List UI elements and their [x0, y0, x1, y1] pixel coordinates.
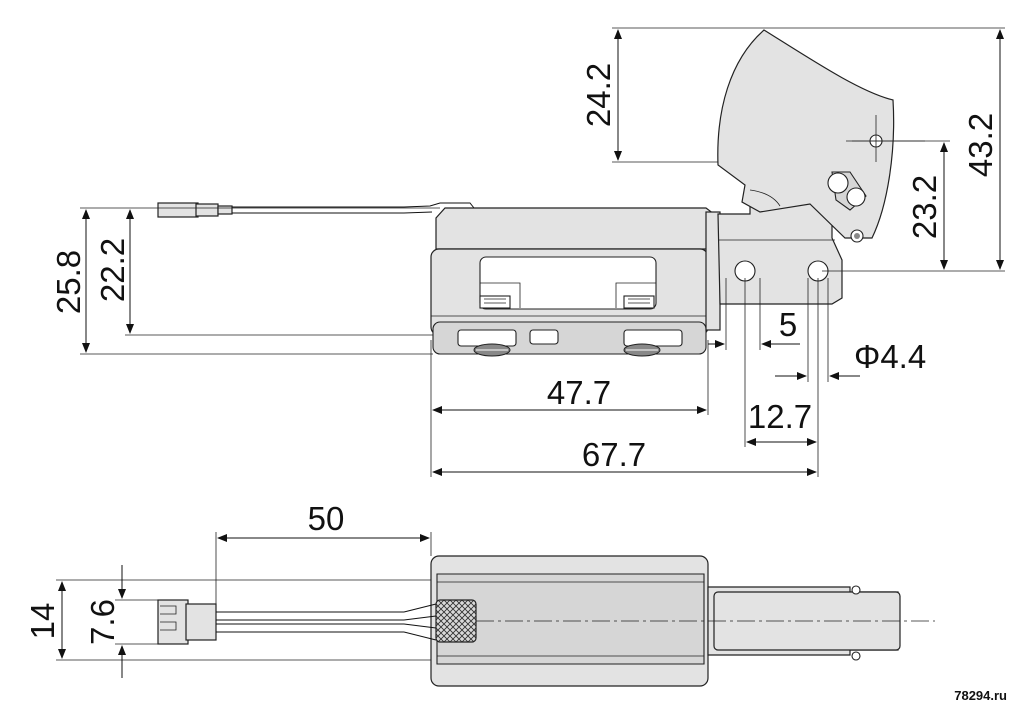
dim-43-2: 43.2 [962, 113, 999, 177]
dim-7-6: 7.6 [84, 599, 121, 645]
side-extension-lines [80, 27, 1005, 477]
side-view: 24.2 43.2 23.2 25.8 22.2 5 Φ4.4 47.7 12.… [50, 27, 1005, 477]
dim-5: 5 [779, 306, 797, 343]
top-extension-lines [56, 532, 432, 661]
dim-phi-4-4: Φ4.4 [854, 338, 926, 375]
switch-body [430, 248, 709, 336]
dim-24-2: 24.2 [580, 63, 617, 127]
side-dimension-lines [82, 29, 1004, 476]
switch-top-plate [435, 207, 715, 250]
dim-47-7: 47.7 [547, 374, 611, 411]
top-dimension-lines [58, 534, 430, 678]
trigger [705, 29, 925, 331]
switch-base [432, 321, 707, 357]
dim-25-8: 25.8 [50, 250, 87, 314]
side-lead-wire [157, 202, 475, 218]
top-view: 50 14 7.6 [24, 500, 935, 687]
dim-12-7: 12.7 [748, 398, 812, 435]
dim-67-7: 67.7 [582, 436, 646, 473]
dim-23-2: 23.2 [906, 175, 943, 239]
dim-50: 50 [308, 500, 345, 537]
top-trigger [707, 585, 901, 661]
knurled-grip [435, 599, 477, 643]
top-lead-wire [157, 599, 437, 645]
dim-14: 14 [24, 603, 61, 640]
dim-22-2: 22.2 [94, 238, 131, 302]
watermark: 78294.ru [954, 688, 1007, 703]
